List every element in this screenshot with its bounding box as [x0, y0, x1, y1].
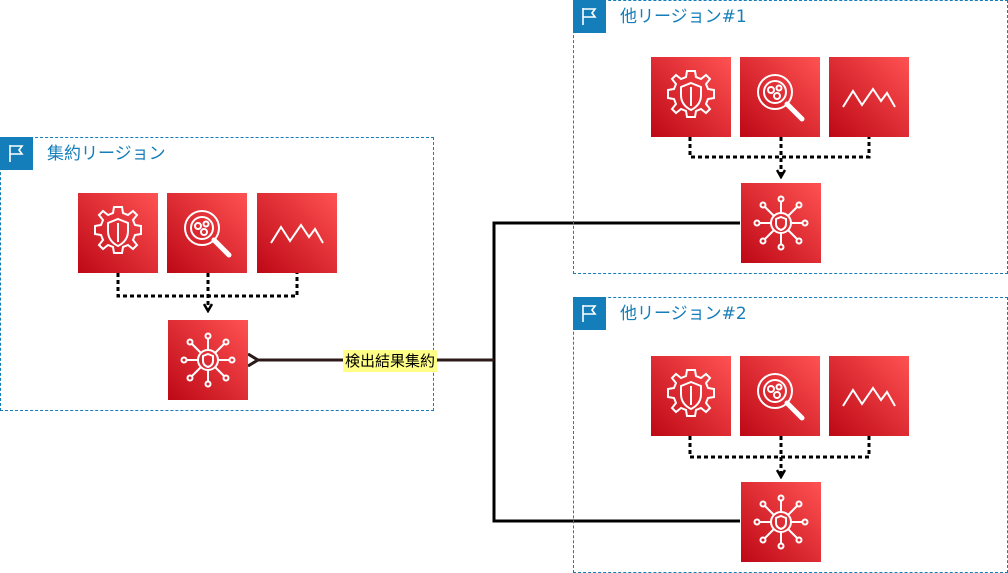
gear-shield-icon [667, 70, 715, 118]
region-title: 他リージョン#2 [620, 304, 747, 324]
magnifier-service[interactable] [167, 193, 247, 273]
security-hub-service[interactable] [741, 183, 821, 263]
mountain-wave-service[interactable] [829, 356, 909, 436]
flag-icon [573, 297, 606, 330]
security-hub-icon [753, 195, 809, 251]
gear-shield-icon [94, 206, 142, 254]
magnifier-service[interactable] [740, 57, 820, 137]
security-hub-service[interactable] [741, 482, 821, 562]
gear-shield-icon [667, 369, 715, 417]
mountain-wave-icon [842, 87, 896, 108]
region-title: 集約リージョン [47, 144, 166, 164]
magnifier-service[interactable] [740, 356, 820, 436]
flag-icon [0, 137, 33, 170]
gear-shield-service[interactable] [651, 356, 731, 436]
security-hub-icon [753, 494, 809, 550]
security-hub-icon [180, 332, 236, 388]
flag-icon [573, 0, 606, 33]
magnifier-icon [757, 373, 805, 421]
magnifier-icon [757, 74, 805, 122]
gear-shield-service[interactable] [78, 193, 158, 273]
aggregation-label: 検出結果集約 [343, 350, 438, 372]
gear-shield-service[interactable] [651, 57, 731, 137]
region-title: 他リージョン#1 [620, 7, 747, 27]
mountain-wave-icon [842, 386, 896, 407]
mountain-wave-service[interactable] [257, 193, 337, 273]
magnifier-icon [184, 210, 232, 258]
security-hub-service[interactable] [168, 320, 248, 400]
mountain-wave-icon [270, 223, 324, 244]
region-other-2: 他リージョン#2 [573, 297, 1008, 573]
region-aggregate: 集約リージョン [0, 137, 434, 411]
mountain-wave-service[interactable] [829, 57, 909, 137]
